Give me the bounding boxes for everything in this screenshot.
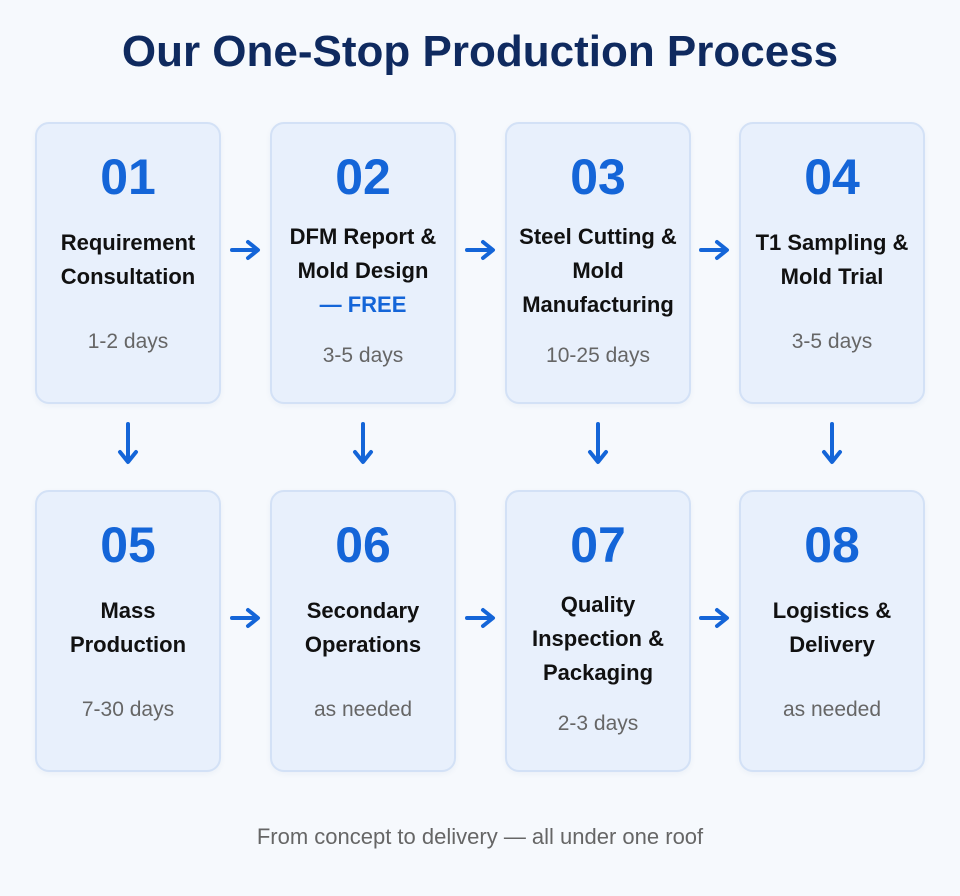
- step-number: 02: [335, 149, 391, 205]
- step-label-line: Logistics &: [772, 598, 892, 623]
- process-step-card: 04 T1 Sampling & Mold Trial 3-5 days: [739, 122, 925, 404]
- arrow-right-icon: [230, 240, 260, 260]
- free-badge: — FREE: [319, 292, 407, 317]
- step-label-line: Mass: [100, 598, 156, 623]
- step-number: 08: [804, 517, 860, 573]
- step-label-line: Mold: [572, 258, 624, 283]
- step-duration: 3-5 days: [791, 330, 873, 353]
- step-number: 03: [570, 149, 626, 205]
- arrow-down-icon: [353, 422, 373, 464]
- step-label-line: Consultation: [60, 264, 196, 289]
- step-label: Logistics & Delivery: [749, 594, 915, 662]
- arrow-right-icon: [699, 240, 729, 260]
- step-number: 06: [335, 517, 391, 573]
- step-number: 04: [804, 149, 860, 205]
- step-number: 05: [100, 517, 156, 573]
- step-number: 07: [570, 517, 626, 573]
- step-label: DFM Report & Mold Design — FREE: [280, 220, 446, 322]
- step-duration: 3-5 days: [322, 344, 404, 367]
- step-duration: as needed: [782, 698, 882, 721]
- page-title: Our One-Stop Production Process: [121, 27, 839, 76]
- step-label-line: Operations: [304, 632, 422, 657]
- step-label-line: Delivery: [789, 632, 875, 657]
- step-label-line: Requirement: [60, 230, 196, 255]
- arrow-down-icon: [118, 422, 138, 464]
- step-label-line: Mold Design: [297, 258, 429, 283]
- step-label: T1 Sampling & Mold Trial: [749, 226, 915, 294]
- step-label-line: Inspection &: [531, 626, 664, 651]
- step-label-line: Manufacturing: [522, 292, 674, 317]
- arrow-right-icon: [465, 608, 495, 628]
- step-label-line: Mold Trial: [780, 264, 884, 289]
- arrow-down-icon: [822, 422, 842, 464]
- step-label-line: DFM Report &: [289, 224, 437, 249]
- arrow-down-icon: [588, 422, 608, 464]
- step-duration: 7-30 days: [81, 698, 175, 721]
- step-label-line: Packaging: [542, 660, 654, 685]
- step-duration: as needed: [313, 698, 413, 721]
- step-label-line: T1 Sampling &: [755, 230, 909, 255]
- step-label-line: Secondary: [306, 598, 420, 623]
- step-duration: 1-2 days: [87, 330, 169, 353]
- step-label-line: Production: [69, 632, 187, 657]
- step-label-line: Quality: [560, 592, 636, 617]
- footer-tagline: From concept to delivery — all under one…: [256, 824, 704, 849]
- arrow-right-icon: [465, 240, 495, 260]
- step-number: 01: [100, 149, 156, 205]
- arrow-right-icon: [699, 608, 729, 628]
- step-duration: 10-25 days: [546, 344, 650, 367]
- step-label-line: Steel Cutting &: [519, 224, 677, 249]
- arrow-right-icon: [230, 608, 260, 628]
- step-duration: 2-3 days: [557, 712, 639, 735]
